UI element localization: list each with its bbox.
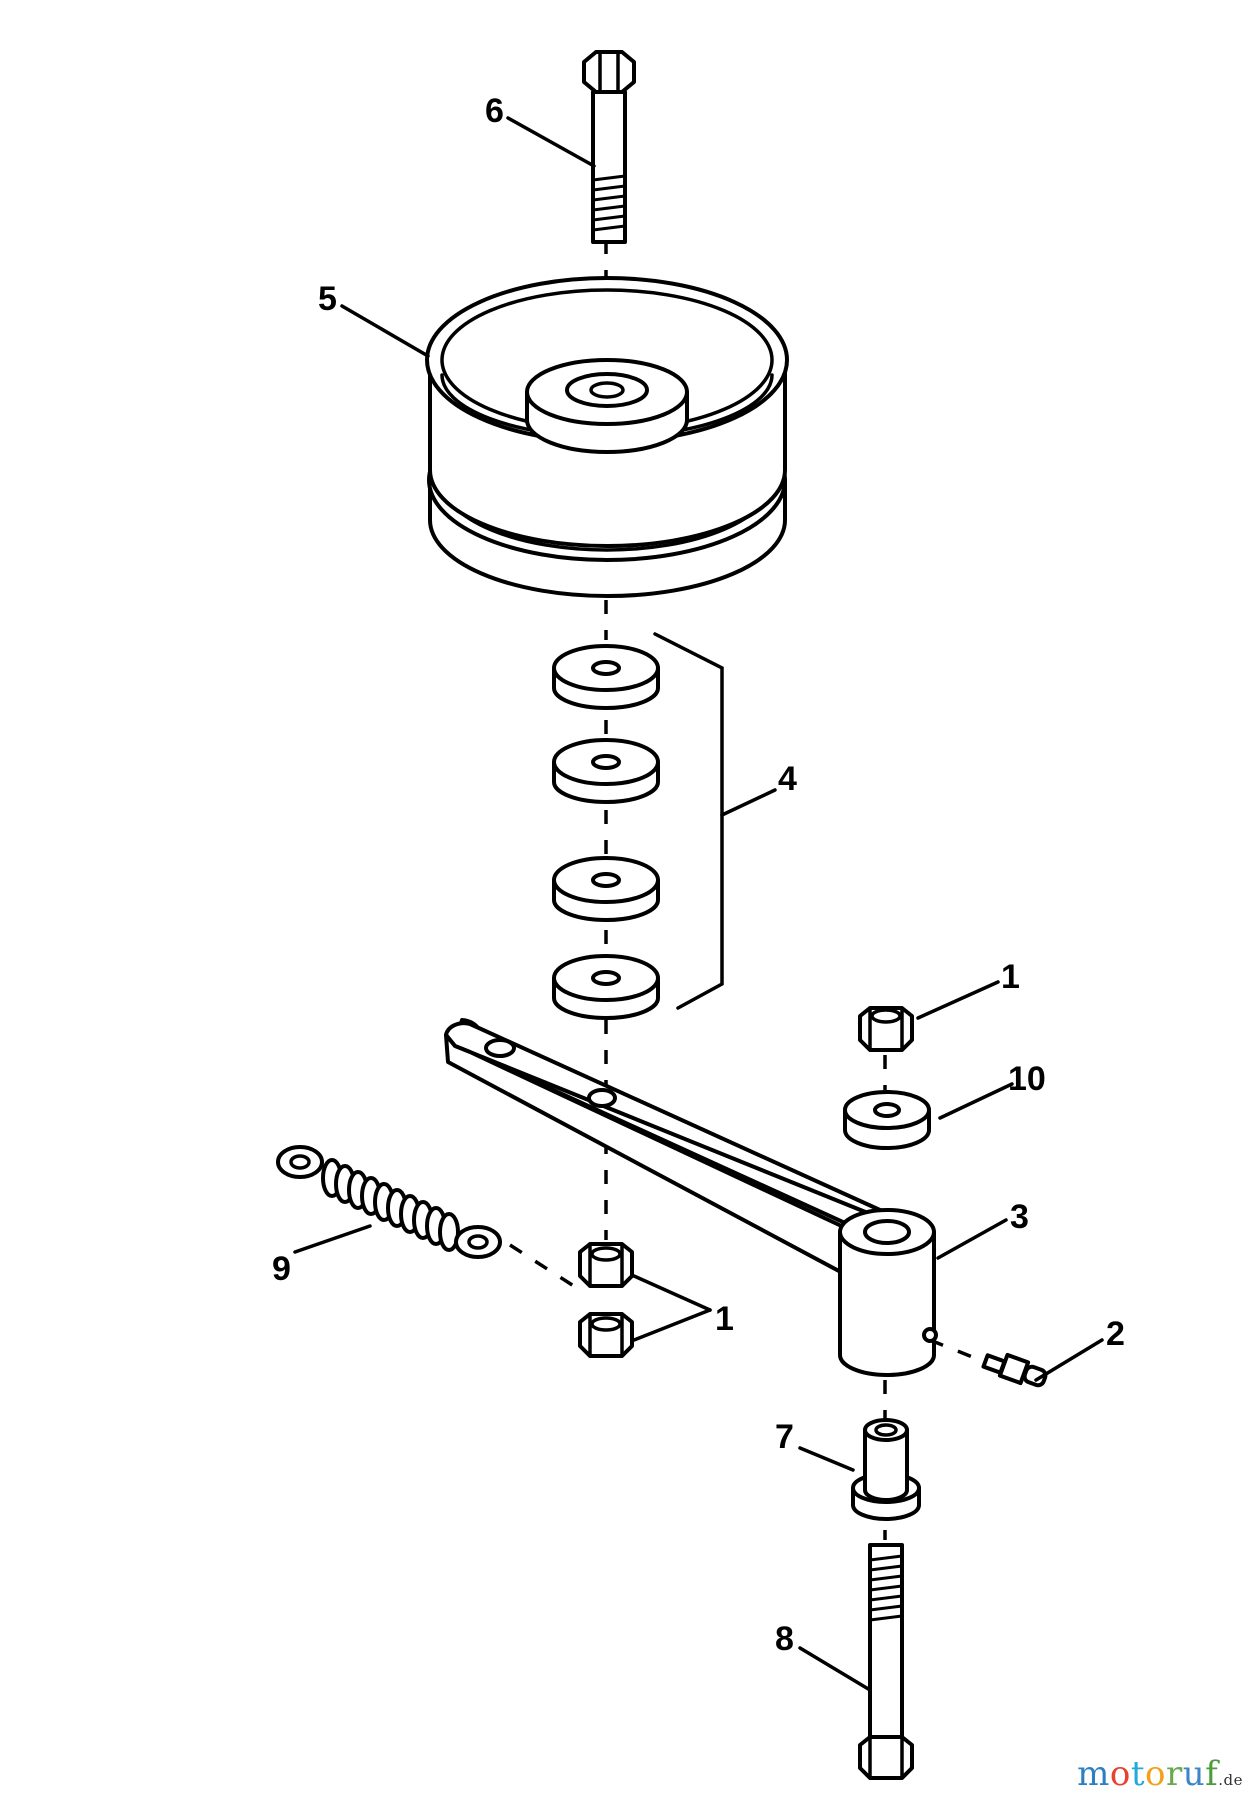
watermark-letter: m bbox=[1077, 1754, 1110, 1794]
pulley bbox=[425, 276, 789, 599]
hex-nut-right bbox=[858, 1006, 914, 1052]
callout-1-right: 1 bbox=[1001, 958, 1020, 996]
watermark-letter: f bbox=[1205, 1754, 1219, 1794]
callout-labels: 6 5 4 1 10 3 2 1 9 7 8 bbox=[272, 92, 1125, 1658]
callout-10: 10 bbox=[1008, 1060, 1046, 1098]
callout-3: 3 bbox=[1010, 1198, 1029, 1236]
hex-nuts-left bbox=[578, 1242, 634, 1358]
watermark-letter: o bbox=[1109, 1754, 1131, 1794]
watermark-logo: motoruf.de bbox=[1077, 1754, 1243, 1794]
callout-9: 9 bbox=[272, 1250, 291, 1288]
watermark-letters: motoruf bbox=[1077, 1754, 1218, 1794]
callout-6: 6 bbox=[485, 92, 504, 130]
watermark-suffix: .de bbox=[1218, 1771, 1243, 1789]
callout-8: 8 bbox=[775, 1620, 794, 1658]
watermark-letter: u bbox=[1182, 1754, 1206, 1794]
callout-4: 4 bbox=[778, 760, 797, 798]
callout-1-left: 1 bbox=[715, 1300, 734, 1338]
callout-5: 5 bbox=[318, 280, 337, 318]
watermark-letter: t bbox=[1130, 1754, 1145, 1794]
spring bbox=[276, 1145, 502, 1259]
callout-7: 7 bbox=[775, 1418, 794, 1456]
bolt-bottom bbox=[858, 1543, 914, 1780]
leader-lines bbox=[293, 116, 1104, 1692]
idler-arm bbox=[444, 1018, 938, 1377]
bolt-top bbox=[582, 50, 636, 244]
grease-fitting bbox=[981, 1352, 1048, 1388]
spacer-washers bbox=[552, 632, 724, 1020]
callout-2: 2 bbox=[1106, 1315, 1125, 1353]
watermark-letter: r bbox=[1165, 1754, 1183, 1794]
washer-10 bbox=[843, 1090, 931, 1150]
watermark-letter: o bbox=[1145, 1754, 1166, 1794]
bushing bbox=[851, 1418, 921, 1521]
